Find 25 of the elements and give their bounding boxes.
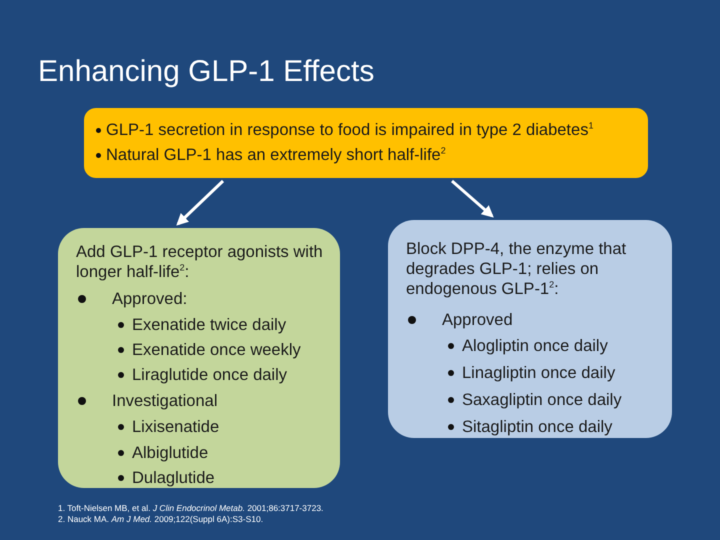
- arrow: [451, 180, 494, 218]
- bullet-text: Dulaglutide: [132, 468, 215, 488]
- bullet-text: Albiglutide: [132, 443, 208, 463]
- bullet-text: Sitagliptin once daily: [462, 417, 612, 437]
- bullet-text: Lixisenatide: [132, 417, 220, 437]
- heading-text: Block DPP-4, the enzyme that degrades GLP-1; relies on endogenous GLP-1$^{2}$:: [406, 239, 628, 299]
- bullet-text: Saxagliptin once daily: [462, 390, 622, 410]
- arrow: [176, 180, 224, 226]
- slide-title: Enhancing GLP-1 Effects: [38, 55, 374, 89]
- bullet-text: Approved: [442, 310, 513, 330]
- bullet-text: Liraglutide once daily: [132, 365, 288, 385]
- summary-box: [84, 108, 648, 178]
- footnote: 2. Nauck MA. Am J Med. 2009;122(Suppl 6A):S3-S10.: [58, 514, 264, 524]
- agonist-box: [58, 228, 340, 488]
- bullet-text: Linagliptin once daily: [462, 363, 616, 383]
- bullet-text: Approved:: [112, 289, 188, 309]
- footnote: 1. Toft-Nielsen MB, et al. J Clin Endocrinol Metab. 2001;86:3717-3723.: [58, 503, 324, 513]
- bullet-text: Investigational: [112, 391, 218, 411]
- bullet-text: Exenatide twice daily: [132, 315, 286, 335]
- dpp4-box: [388, 220, 672, 438]
- bullet-text: GLP-1 secretion in response to food is impaired in type 2 diabetes$^{1}$: [106, 120, 594, 140]
- bullet-text: Exenatide once weekly: [132, 340, 301, 360]
- bullet-text: Natural GLP-1 has an extremely short half-life$^{2}$: [106, 145, 446, 165]
- bullet-text: Alogliptin once daily: [462, 336, 608, 356]
- heading-text: Add GLP-1 receptor agonists with longer half-life$^{2}$:: [76, 242, 324, 282]
